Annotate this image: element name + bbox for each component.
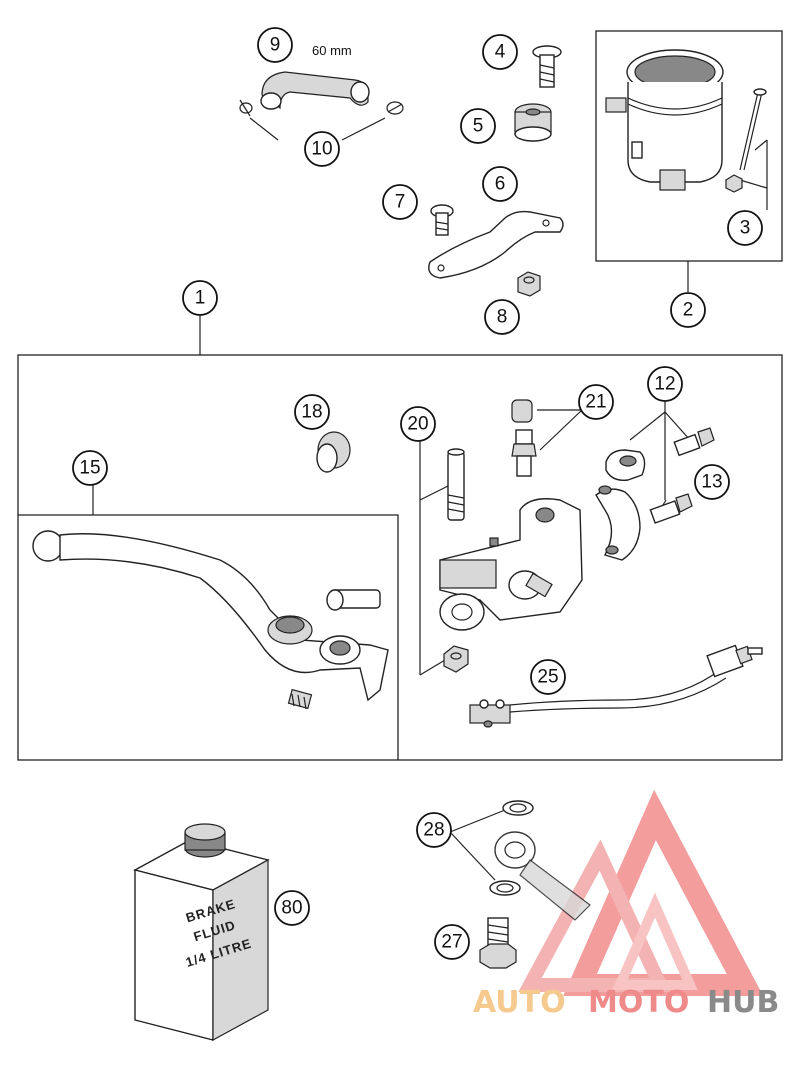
callout-circle <box>304 131 340 167</box>
callout-21: 21 <box>578 384 614 420</box>
bracket-part-6 <box>428 210 564 279</box>
screw-part-7 <box>430 204 454 236</box>
callout-8: 8 <box>484 299 520 335</box>
callout-number: 13 <box>701 472 722 493</box>
callout-number: 28 <box>423 820 444 841</box>
banjo-bolt-part-27 <box>479 917 517 969</box>
callout-circle <box>670 292 706 328</box>
leader-lines <box>92 117 768 881</box>
switch-part-25 <box>469 644 763 728</box>
callout-2: 2 <box>670 292 706 328</box>
callout-circle <box>434 924 470 960</box>
callout-circle <box>482 34 518 70</box>
callout-27: 27 <box>434 924 470 960</box>
hose-clips-part-10 <box>239 99 404 117</box>
callout-number: 5 <box>473 116 484 137</box>
callout-number: 21 <box>585 392 606 413</box>
callout-circle <box>727 210 763 246</box>
watermark-logo <box>518 789 764 996</box>
callout-circle <box>484 299 520 335</box>
callout-circle <box>694 464 730 500</box>
callout-number: 6 <box>495 174 506 195</box>
callout-number: 4 <box>495 42 506 63</box>
callout-number: 3 <box>740 218 751 239</box>
callout-80: 80 <box>274 890 310 926</box>
callout-number: 15 <box>79 458 100 479</box>
lever-group-box <box>18 514 399 760</box>
banjo-fitting <box>494 831 591 921</box>
callout-circle <box>647 366 683 402</box>
bleeder-part-21 <box>511 399 537 477</box>
callout-25: 25 <box>530 659 566 695</box>
lever-part-15 <box>32 530 389 710</box>
callout-circle <box>294 394 330 430</box>
hose-part-9: 60 mm <box>260 43 370 110</box>
callout-circle <box>182 280 218 316</box>
callout-circle <box>72 450 108 486</box>
watermark-auto: AUTO <box>473 985 566 1020</box>
callout-circle <box>382 184 418 220</box>
master-cylinder-group-box <box>17 354 783 761</box>
screw-part-4 <box>532 45 562 88</box>
pin-part-20 <box>443 448 469 673</box>
callout-5: 5 <box>460 108 496 144</box>
callout-number: 18 <box>301 402 322 423</box>
callout-10: 10 <box>304 131 340 167</box>
callout-circle <box>257 27 293 63</box>
callout-circle <box>530 659 566 695</box>
callout-number: 7 <box>395 192 406 213</box>
plug-part-18 <box>316 431 351 473</box>
watermark-moto: MOTO <box>588 985 689 1020</box>
callout-circle <box>460 108 496 144</box>
callout-number: 2 <box>683 300 694 321</box>
callout-18: 18 <box>294 394 330 430</box>
callout-3: 3 <box>727 210 763 246</box>
grommet-part-5 <box>514 103 552 142</box>
master-cylinder-body <box>439 498 583 631</box>
callout-20: 20 <box>400 406 436 442</box>
washers-part-28 <box>489 800 534 896</box>
brake-fluid-bottle-part-80 <box>133 823 270 1042</box>
callout-12: 12 <box>647 366 683 402</box>
callout-4: 4 <box>482 34 518 70</box>
callout-number: 10 <box>311 139 332 160</box>
callout-circle <box>400 406 436 442</box>
nut-part-8 <box>517 271 541 297</box>
reservoir-group-box <box>595 30 783 262</box>
clamp-part-12 <box>595 449 646 561</box>
screw-nut-part-3 <box>725 88 767 193</box>
callout-number: 8 <box>497 307 508 328</box>
callout-number: 20 <box>407 414 428 435</box>
callout-circle <box>578 384 614 420</box>
callout-number: 1 <box>195 288 206 309</box>
watermark-hub: HUB <box>707 985 779 1020</box>
callout-number: 12 <box>654 374 675 395</box>
callout-circle <box>274 890 310 926</box>
reservoir-part-2 <box>605 49 724 191</box>
callout-7: 7 <box>382 184 418 220</box>
callout-number: 80 <box>281 898 302 919</box>
callout-15: 15 <box>72 450 108 486</box>
callout-number: 27 <box>441 932 462 953</box>
callout-13: 13 <box>694 464 730 500</box>
callout-1: 1 <box>182 280 218 316</box>
callout-number: 25 <box>537 667 558 688</box>
watermark-text: AUTO MOTO HUB <box>473 985 779 1020</box>
callout-circle <box>482 166 518 202</box>
callout-6: 6 <box>482 166 518 202</box>
hose-length-label: 60 mm <box>312 43 352 58</box>
callout-number: 9 <box>270 35 281 56</box>
callout-9: 9 <box>257 27 293 63</box>
screws-part-13 <box>649 427 715 524</box>
callout-28: 28 <box>416 812 452 848</box>
callout-circle <box>416 812 452 848</box>
